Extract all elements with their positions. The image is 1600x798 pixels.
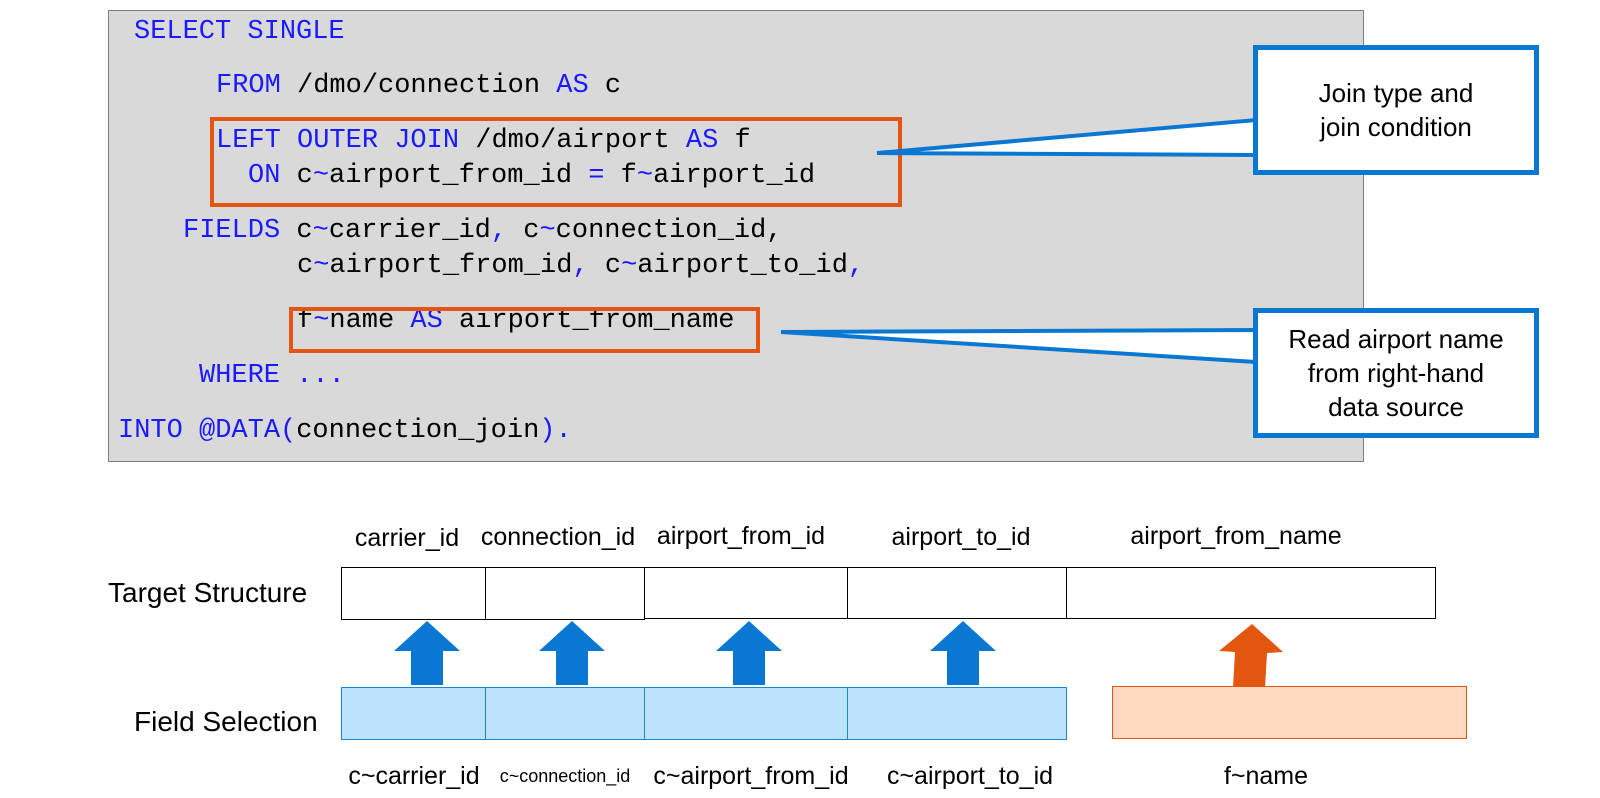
keyword: ,: [490, 216, 508, 246]
code-line-fields-2: c~airport_from_id, c~airport_to_id,: [297, 250, 864, 282]
keyword: INTO @DATA(: [118, 416, 297, 446]
read-callout: Read airport name from right-hand data s…: [1253, 308, 1539, 438]
target-cell-airport-to-id: [847, 567, 1067, 619]
code-line-fname: f~name AS airport_from_name: [297, 305, 734, 337]
code-text: airport_from_id: [329, 161, 589, 191]
code-panel: [108, 10, 1364, 462]
keyword: ON: [248, 161, 281, 191]
keyword: =: [588, 161, 605, 191]
source-label: c~airport_to_id: [886, 762, 1054, 790]
column-label: carrier_id: [354, 524, 460, 552]
source-label: c~connection_id: [499, 766, 631, 786]
target-structure-label: Target Structure: [108, 577, 308, 608]
keyword: ~: [313, 251, 330, 281]
code-line-join: LEFT OUTER JOIN /dmo/airport AS f: [216, 125, 751, 157]
keyword: ~: [313, 306, 330, 336]
code-text: c: [297, 251, 314, 281]
code-line-fields: FIELDS c~carrier_id, c~connection_id,: [183, 215, 783, 247]
selection-cell-airport-to-id: [847, 687, 1067, 740]
field-selection-label: Field Selection: [134, 706, 318, 737]
code-text: airport_id: [653, 161, 816, 191]
target-cell-airport-from-name: [1066, 567, 1436, 619]
keyword: WHERE ...: [199, 361, 345, 391]
keyword: AS: [556, 71, 589, 101]
code-line-from: FROM /dmo/connection AS c: [216, 70, 621, 102]
code-text: c: [588, 71, 622, 101]
join-highlight-box: [210, 117, 902, 207]
code-line-on: ON c~airport_from_id = f~airport_id: [248, 160, 815, 192]
keyword: AS: [410, 306, 443, 336]
code-text: carrier_id: [328, 216, 491, 246]
selection-cell-name: [1112, 686, 1467, 739]
column-label: airport_from_id: [656, 522, 826, 550]
selection-cell-connection-id: [485, 687, 645, 740]
keyword: ,: [847, 251, 865, 281]
read-callout-text: Read airport name from right-hand data s…: [1288, 324, 1504, 422]
code-text: connection_join: [296, 416, 540, 446]
keyword: LEFT OUTER JOIN: [216, 126, 460, 156]
target-cell-airport-from-id: [644, 567, 848, 619]
selection-cell-airport-from-id: [644, 687, 848, 740]
code-text: /dmo/connection: [280, 71, 557, 101]
join-callout-pointer: [876, 117, 1258, 158]
keyword: ~: [621, 251, 638, 281]
keyword: AS: [685, 126, 719, 156]
target-cell-carrier-id: [341, 567, 487, 620]
column-label: airport_to_id: [891, 523, 1031, 551]
code-text: c: [507, 216, 540, 246]
code-text: /dmo/airport: [459, 126, 686, 156]
up-arrow-icon: [1219, 624, 1283, 688]
keyword: ).: [539, 416, 572, 446]
source-label: f~name: [1223, 762, 1309, 790]
keyword: FROM: [216, 71, 281, 101]
keyword: ~: [539, 216, 556, 246]
up-arrow-icon: [394, 621, 460, 685]
code-text: c: [280, 216, 313, 246]
keyword: ~: [312, 161, 330, 191]
up-arrow-icon: [539, 621, 605, 685]
source-label: c~carrier_id: [348, 762, 480, 790]
code-text: f: [718, 126, 751, 156]
code-text: airport_from_id: [329, 251, 573, 281]
join-callout: Join type and join condition: [1253, 45, 1539, 175]
code-line-where: WHERE ...: [199, 360, 345, 392]
code-text: f: [604, 161, 637, 191]
code-text: c: [280, 161, 313, 191]
keyword: SELECT SINGLE: [134, 17, 345, 47]
code-text: airport_to_id: [637, 251, 848, 281]
code-line-select: SELECT SINGLE: [134, 16, 345, 48]
keyword: ~: [636, 161, 654, 191]
code-text: airport_from_name: [442, 306, 735, 336]
code-text: c: [588, 251, 622, 281]
source-label: c~airport_from_id: [653, 762, 849, 790]
column-label: connection_id: [480, 523, 636, 551]
join-callout-text: Join type and join condition: [1318, 78, 1474, 142]
column-label: airport_from_name: [1130, 522, 1342, 550]
up-arrow-icon: [930, 621, 996, 685]
target-cell-connection-id: [485, 567, 645, 620]
code-text: f: [297, 306, 314, 336]
field-highlight-box: [289, 307, 760, 353]
keyword: ~: [312, 216, 329, 246]
keyword: FIELDS: [183, 216, 281, 246]
keyword: ,: [572, 251, 589, 281]
selection-cell-carrier-id: [341, 687, 487, 740]
read-callout-pointer: [780, 327, 1258, 365]
code-line-into: INTO @DATA(connection_join).: [118, 415, 572, 447]
up-arrow-icon: [716, 621, 782, 685]
code-text: connection_id,: [555, 216, 783, 246]
code-text: name: [329, 306, 411, 336]
